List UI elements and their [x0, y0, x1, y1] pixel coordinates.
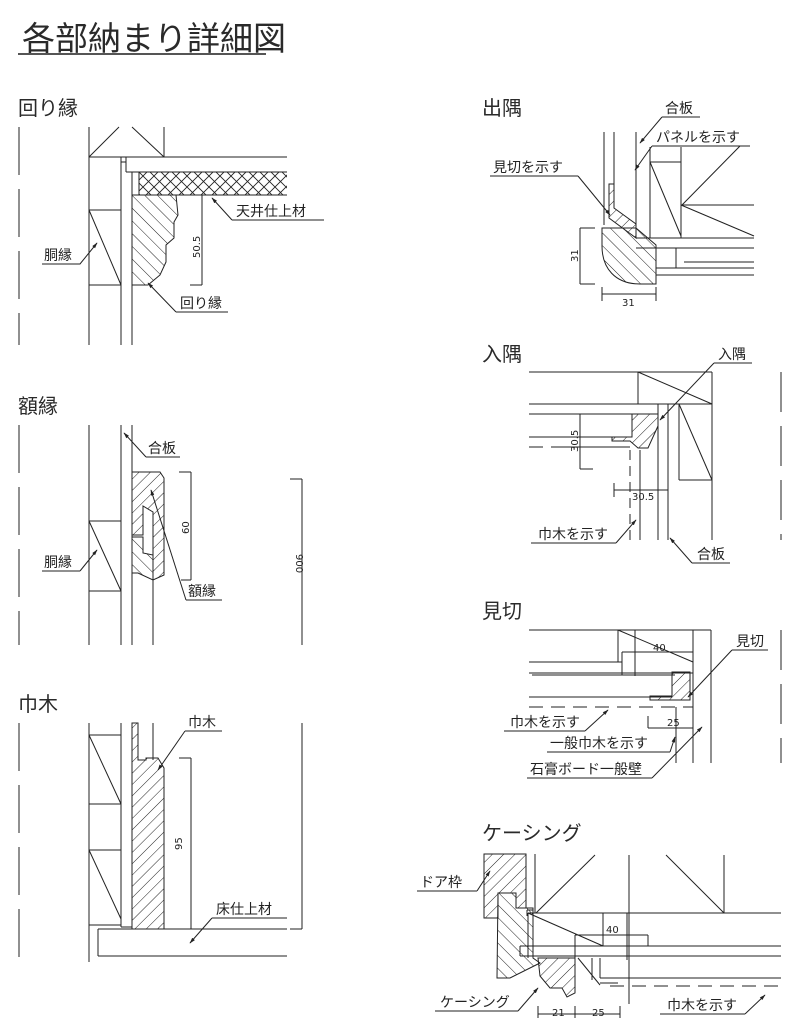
- label-mikiri: 見切: [736, 634, 764, 650]
- dim-mikiri-25: 25: [667, 718, 680, 729]
- detail-mawaribuchi: [18, 126, 324, 345]
- heading-dezumi: 出隅: [482, 96, 522, 120]
- dim-casing-40: 40: [606, 925, 619, 936]
- dim-habaki-height: 95: [174, 837, 185, 850]
- detail-irizumi: [529, 362, 782, 564]
- dim-mawaribuchi-height: 50.5: [192, 236, 203, 258]
- label-ceiling-finish: 天井仕上材: [236, 204, 306, 220]
- label-panel: パネルを示す: [656, 130, 740, 146]
- dim-irizumi-v: 30.5: [570, 430, 581, 452]
- dim-dezumi-v: 31: [570, 249, 581, 262]
- label-habaki-shown-1: 巾木を示す: [538, 527, 608, 543]
- dim-mikiri-40: 40: [653, 643, 666, 654]
- label-habaki-shown-3: 巾木を示す: [667, 998, 737, 1014]
- drawing-title: 各部納まり詳細図: [22, 19, 286, 58]
- label-mikiri-shown: 見切を示す: [493, 160, 563, 176]
- detail-habaki: [18, 722, 303, 962]
- label-gypsum-wall: 石膏ボード一般壁: [530, 761, 642, 778]
- detail-casing: [417, 853, 781, 1018]
- label-dobuchi-1: 胴縁: [44, 248, 72, 264]
- label-irizumi: 入隅: [718, 347, 746, 363]
- title-underline: [18, 53, 266, 55]
- dim-irizumi-h: 30.5: [632, 492, 654, 503]
- label-mawaribuchi: 回り縁: [180, 296, 222, 312]
- label-habaki: 巾木: [188, 715, 216, 731]
- heading-habaki: 巾木: [18, 692, 58, 716]
- label-floor-finish: 床仕上材: [216, 902, 272, 918]
- dim-casing-21: 21: [552, 1008, 565, 1019]
- detail-dezumi: [490, 116, 755, 301]
- label-plywood-1: 合板: [148, 441, 176, 457]
- heading-casing: ケーシング: [482, 821, 582, 845]
- label-door-frame: ドア枠: [420, 875, 462, 891]
- dim-casing-25: 25: [592, 1008, 605, 1019]
- heading-irizumi: 入隅: [482, 342, 522, 366]
- heading-gakubuchi: 額縁: [18, 394, 58, 418]
- label-dobuchi-2: 胴縁: [44, 555, 72, 571]
- label-general-habaki: 一般巾木を示す: [550, 736, 648, 752]
- label-habaki-shown-2: 巾木を示す: [510, 715, 580, 731]
- heading-mikiri: 見切: [482, 599, 522, 623]
- label-plywood-2: 合板: [665, 101, 693, 117]
- dim-gakubuchi-height: 60: [181, 521, 192, 534]
- label-casing: ケーシング: [440, 995, 510, 1011]
- label-gakubuchi: 額縁: [188, 584, 216, 600]
- heading-mawaribuchi: 回り縁: [18, 96, 78, 120]
- detail-mikiri: [504, 629, 782, 779]
- dim-dezumi-h: 31: [622, 298, 635, 309]
- detail-gakubuchi: [18, 425, 303, 645]
- dim-overall-900: 900: [293, 554, 304, 573]
- label-plywood-3: 合板: [697, 547, 725, 563]
